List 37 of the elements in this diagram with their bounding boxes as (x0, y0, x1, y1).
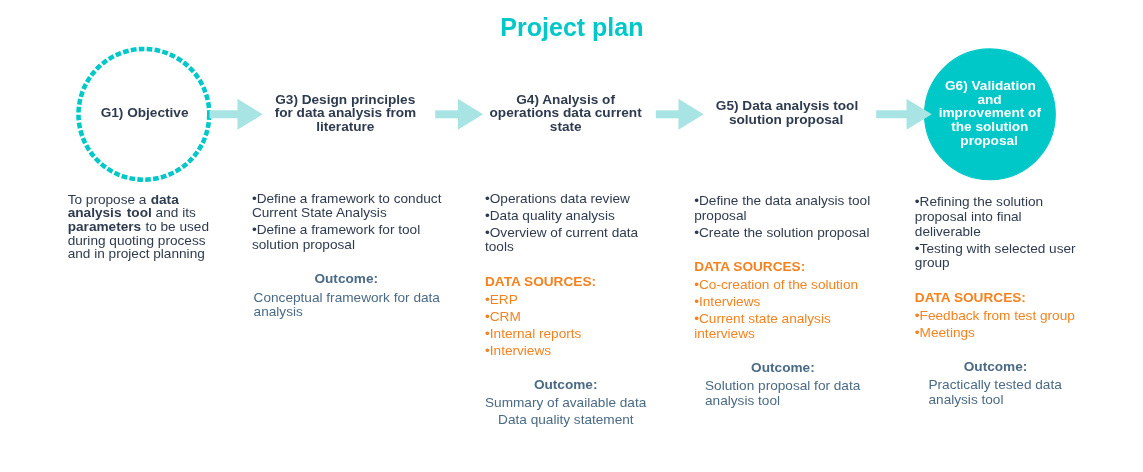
node-label: •Feedback from test group (914, 307, 1075, 323)
node-label: •Meetings (914, 324, 975, 340)
node-circle: G6) Validation and improvement of the solution proposal (923, 48, 1056, 181)
node-label: DATA SOURCES: (484, 273, 596, 289)
node-label: Solution proposal for data analysis tool (704, 378, 860, 408)
node-label: •Internal reports (484, 325, 581, 341)
node-label: •Data quality analysis (484, 207, 615, 223)
node-text: G4) Analysis of operations data current state (489, 91, 642, 134)
node-label: •Create the solution proposal (693, 224, 869, 240)
node-label: •CRM (484, 308, 521, 324)
diagram-title: Project plan (499, 12, 643, 41)
node-label: DATA SOURCES: (914, 289, 1026, 305)
node-label: Outcome: (963, 358, 1027, 374)
node-text: G3) Design principles for data analysis from literature (274, 91, 416, 134)
node-label: •Overview of current data tools (484, 224, 638, 255)
node-label: Data quality statement (497, 412, 634, 428)
node-text: G5) Data analysis tool solution proposal (715, 98, 858, 128)
node-label: •Define the data analysis tool proposal (693, 192, 870, 223)
node-label: •Interviews (484, 342, 551, 358)
node-label: •Define a framework for tool solution proposal (251, 222, 420, 253)
node-label: •Current state analysis interviews (693, 311, 831, 341)
node-label: To propose a data analysis tool and its parameters to be used during quoting process and in project planning (67, 191, 209, 262)
node-label: •Refining the solution proposal into final deliverable (914, 193, 1043, 239)
node-label: Conceptual framework for data analysis (253, 289, 440, 320)
node-label: •Co-creation of the solution (693, 276, 858, 292)
node-label: Outcome: (533, 377, 597, 393)
node-label: •Operations data review (484, 190, 630, 206)
node-label: •ERP (484, 291, 518, 307)
node-label: Summary of available data (484, 395, 646, 411)
node-label: DATA SOURCES: (693, 258, 805, 274)
node-label: •Testing with selected user group (914, 240, 1076, 271)
node-label: Outcome: (750, 360, 815, 375)
node-label: Outcome: (313, 271, 378, 287)
node-label: •Define a framework to conduct Current State Analysis (251, 190, 441, 221)
node-label: Practically tested data analysis tool (927, 377, 1062, 407)
node-label: •Interviews (693, 294, 760, 310)
node-circle: G1) Objective (75, 46, 212, 182)
